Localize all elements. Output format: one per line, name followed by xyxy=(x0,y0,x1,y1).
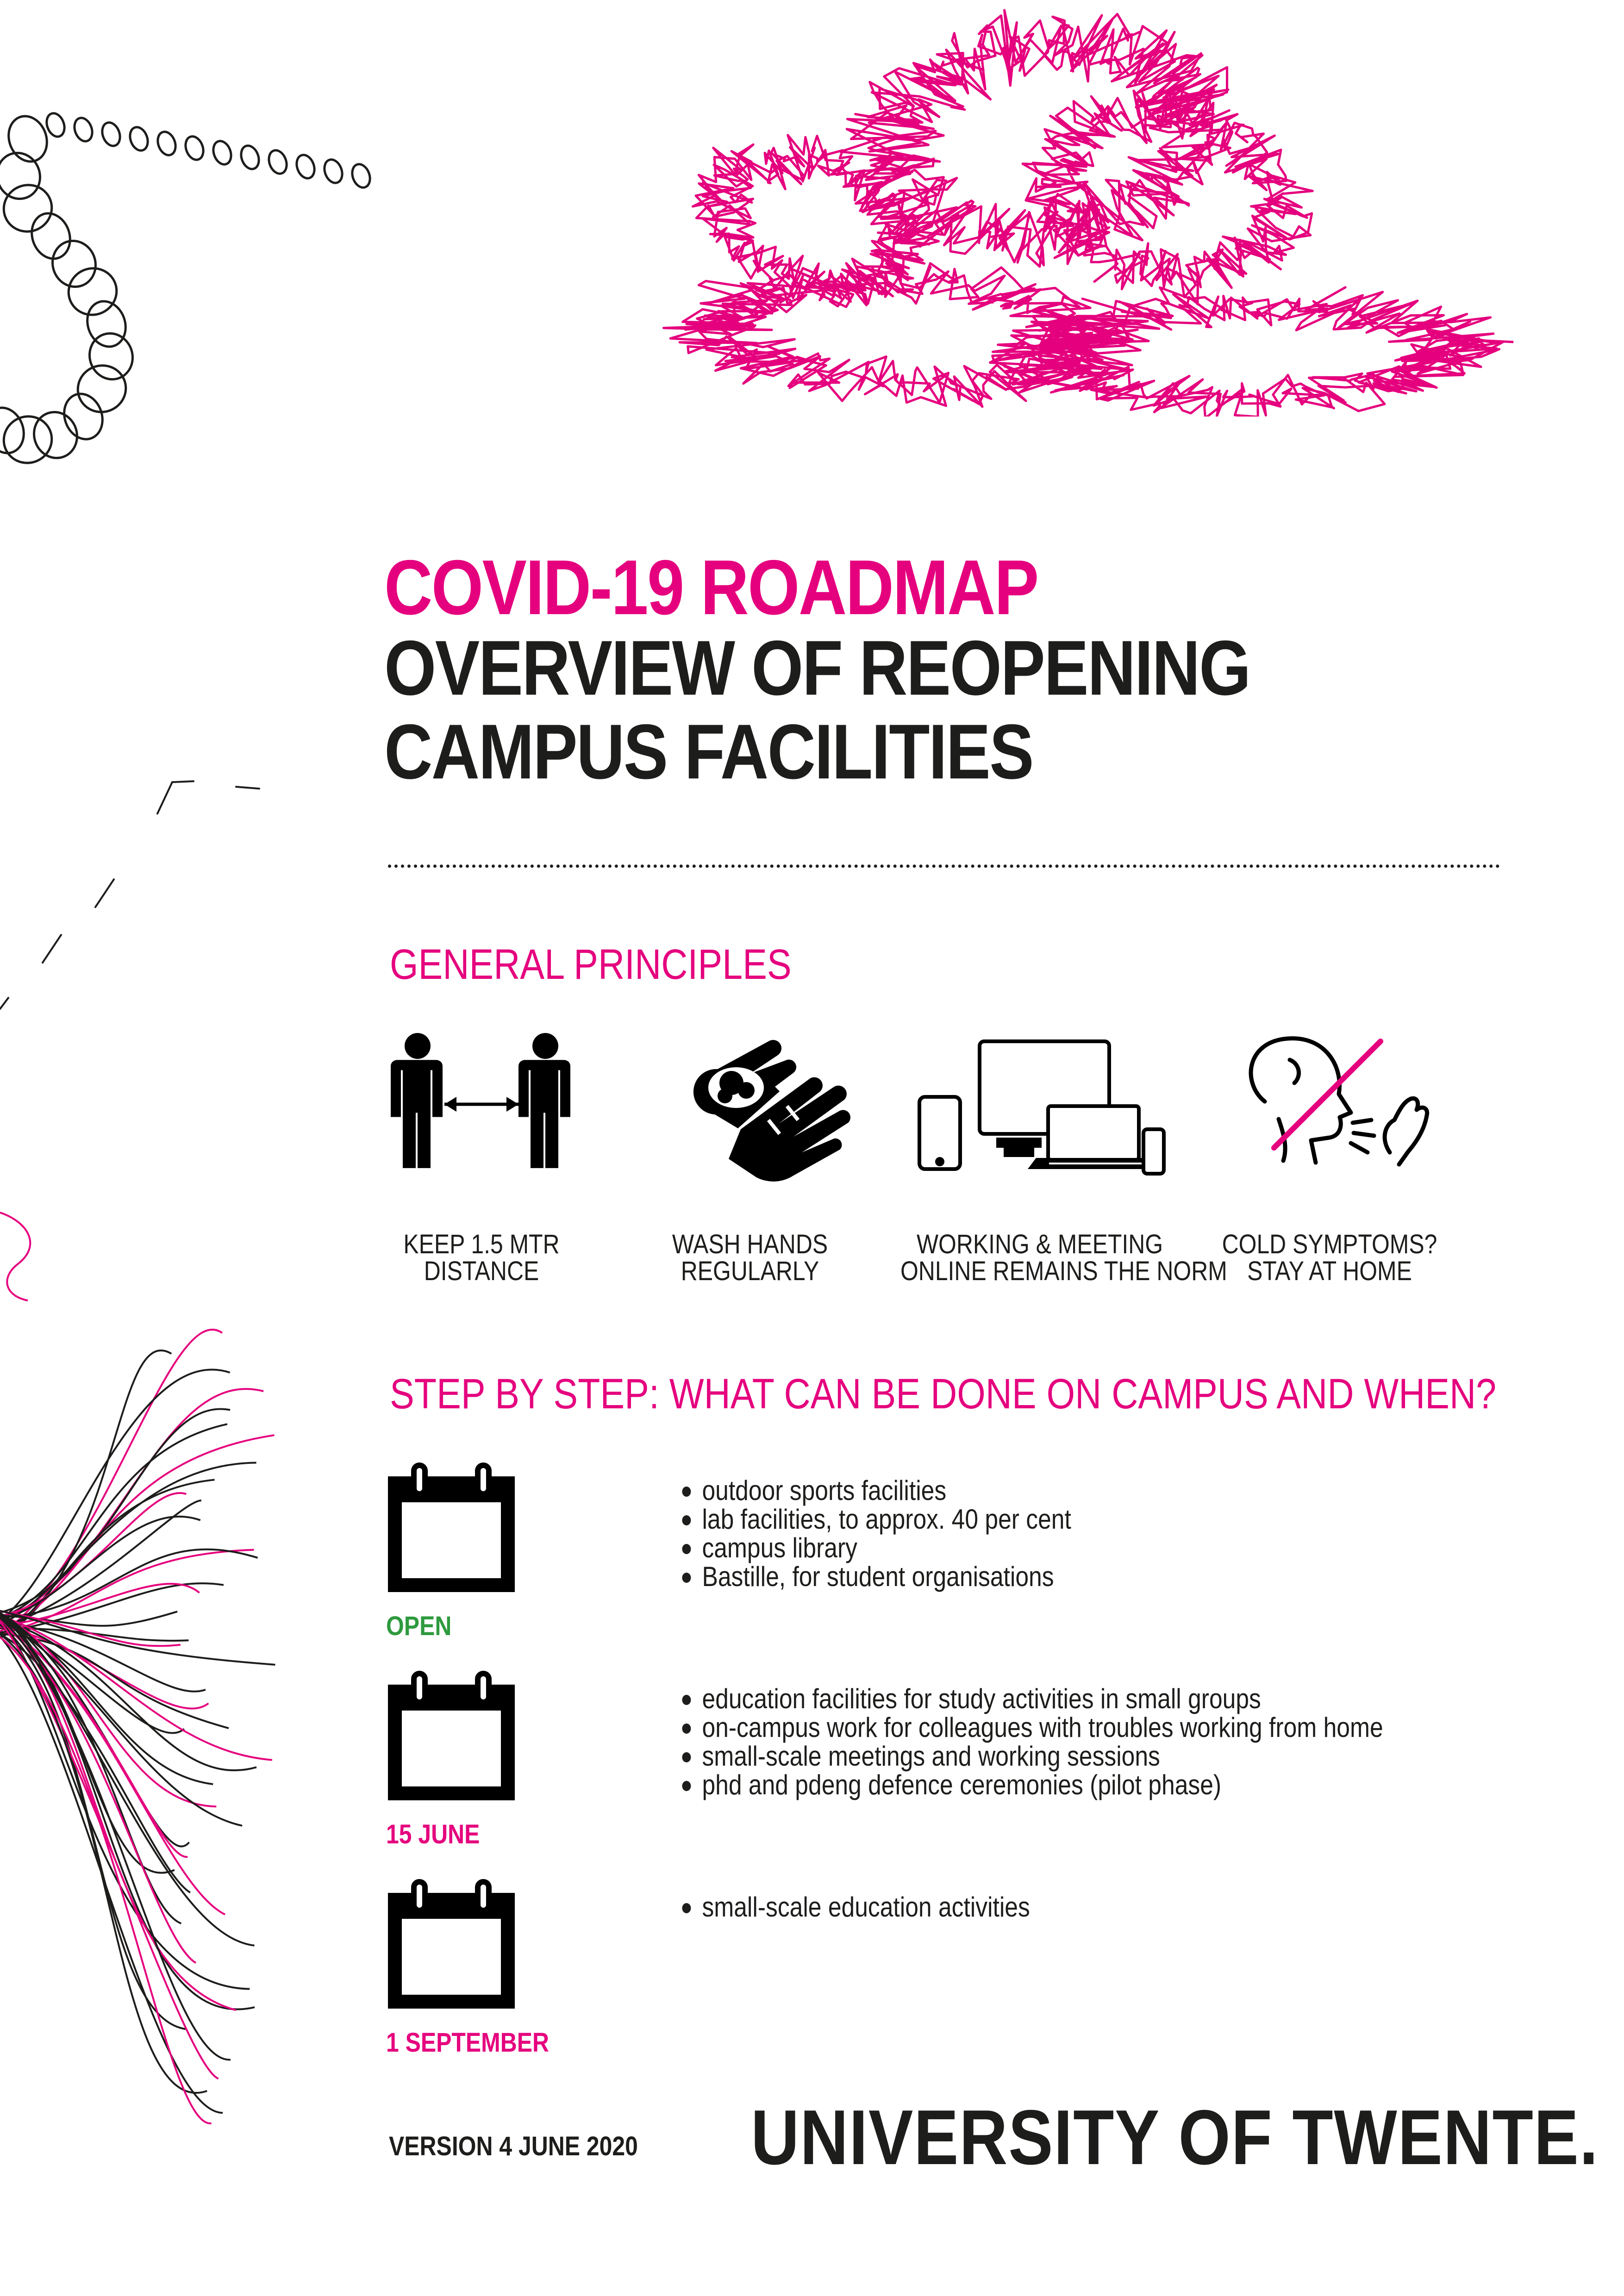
decorative-flowing-lines xyxy=(0,1212,275,2124)
step-date: 15 JUNE xyxy=(386,1819,480,1849)
step-entries: outdoor sports facilities lab facilities… xyxy=(681,1476,1135,1591)
step-15-june: 15 JUNE education facilities for study a… xyxy=(384,1671,1542,1856)
list-item: campus library xyxy=(681,1534,1071,1562)
principle-label-line2: REGULARLY xyxy=(681,1256,819,1286)
page-title: COVID-19 ROADMAP xyxy=(384,544,1039,631)
list-item: small-scale meetings and working session… xyxy=(681,1742,1383,1771)
version-label: VERSION 4 JUNE 2020 xyxy=(389,2131,638,2161)
step-entries: small-scale education activities xyxy=(681,1893,1087,1922)
devices-icon xyxy=(918,1039,1166,1176)
principle-wash-hands: WASH HANDS REGULARLY xyxy=(588,1032,912,1285)
principle-label-line2: ONLINE REMAINS THE NORM xyxy=(900,1256,1227,1286)
steps-heading: STEP BY STEP: WHAT CAN BE DONE ON CAMPUS… xyxy=(390,1370,1497,1418)
step-1-september: 1 SEPTEMBER small-scale education activi… xyxy=(384,1879,1542,2064)
step-date: OPEN xyxy=(386,1611,452,1641)
principle-online: WORKING & MEETING ONLINE REMAINS THE NOR… xyxy=(878,1032,1227,1286)
principle-label-line1: WORKING & MEETING xyxy=(916,1229,1163,1259)
principles-heading: GENERAL PRINCIPLES xyxy=(390,941,792,988)
list-item: small-scale education activities xyxy=(681,1893,1030,1922)
page-subtitle-line-2: CAMPUS FACILITIES xyxy=(384,708,1034,796)
list-item: outdoor sports facilities xyxy=(681,1476,1071,1505)
page-subtitle-line-1: OVERVIEW OF REOPENING xyxy=(384,624,1251,711)
principle-label-line1: KEEP 1.5 MTR xyxy=(403,1229,560,1259)
decorative-scribble-flower xyxy=(662,9,1514,417)
list-item: education facilities for study activitie… xyxy=(681,1685,1383,1713)
calendar-icon xyxy=(388,1879,515,2009)
principle-distance: KEEP 1.5 MTR DISTANCE xyxy=(319,1032,643,1285)
wash-hands-icon xyxy=(693,1039,850,1182)
list-item: on-campus work for colleagues with troub… xyxy=(681,1713,1383,1742)
dotted-divider xyxy=(388,865,1500,868)
calendar-icon xyxy=(388,1671,515,1800)
principle-label-line2: STAY AT HOME xyxy=(1247,1256,1412,1286)
cold-symptoms-icon xyxy=(1249,1036,1430,1167)
list-item: lab facilities, to approx. 40 per cent xyxy=(681,1505,1071,1534)
title-block: COVID-19 ROADMAP OVERVIEW OF REOPENING C… xyxy=(384,548,1542,794)
calendar-icon xyxy=(388,1462,515,1592)
decorative-loop-spiral xyxy=(0,112,371,464)
principle-cold-symptoms: COLD SYMPTOMS? STAY AT HOME xyxy=(1168,1032,1492,1285)
university-logo: UNIVERSITY OF TWENTE. xyxy=(751,2094,1599,2181)
principle-label-line2: DISTANCE xyxy=(424,1256,539,1286)
decorative-dashed-line xyxy=(0,780,260,1010)
step-open: OPEN outdoor sports facilities lab facil… xyxy=(384,1462,1542,1648)
principle-label-line1: WASH HANDS xyxy=(672,1229,828,1259)
step-date: 1 SEPTEMBER xyxy=(386,2028,550,2058)
list-item: Bastille, for student organisations xyxy=(681,1562,1071,1591)
principle-label-line1: COLD SYMPTOMS? xyxy=(1222,1229,1437,1259)
step-entries: education facilities for study activitie… xyxy=(681,1685,1498,1799)
list-item: phd and pdeng defence ceremonies (pilot … xyxy=(681,1771,1383,1799)
social-distance-icon xyxy=(391,1033,570,1168)
